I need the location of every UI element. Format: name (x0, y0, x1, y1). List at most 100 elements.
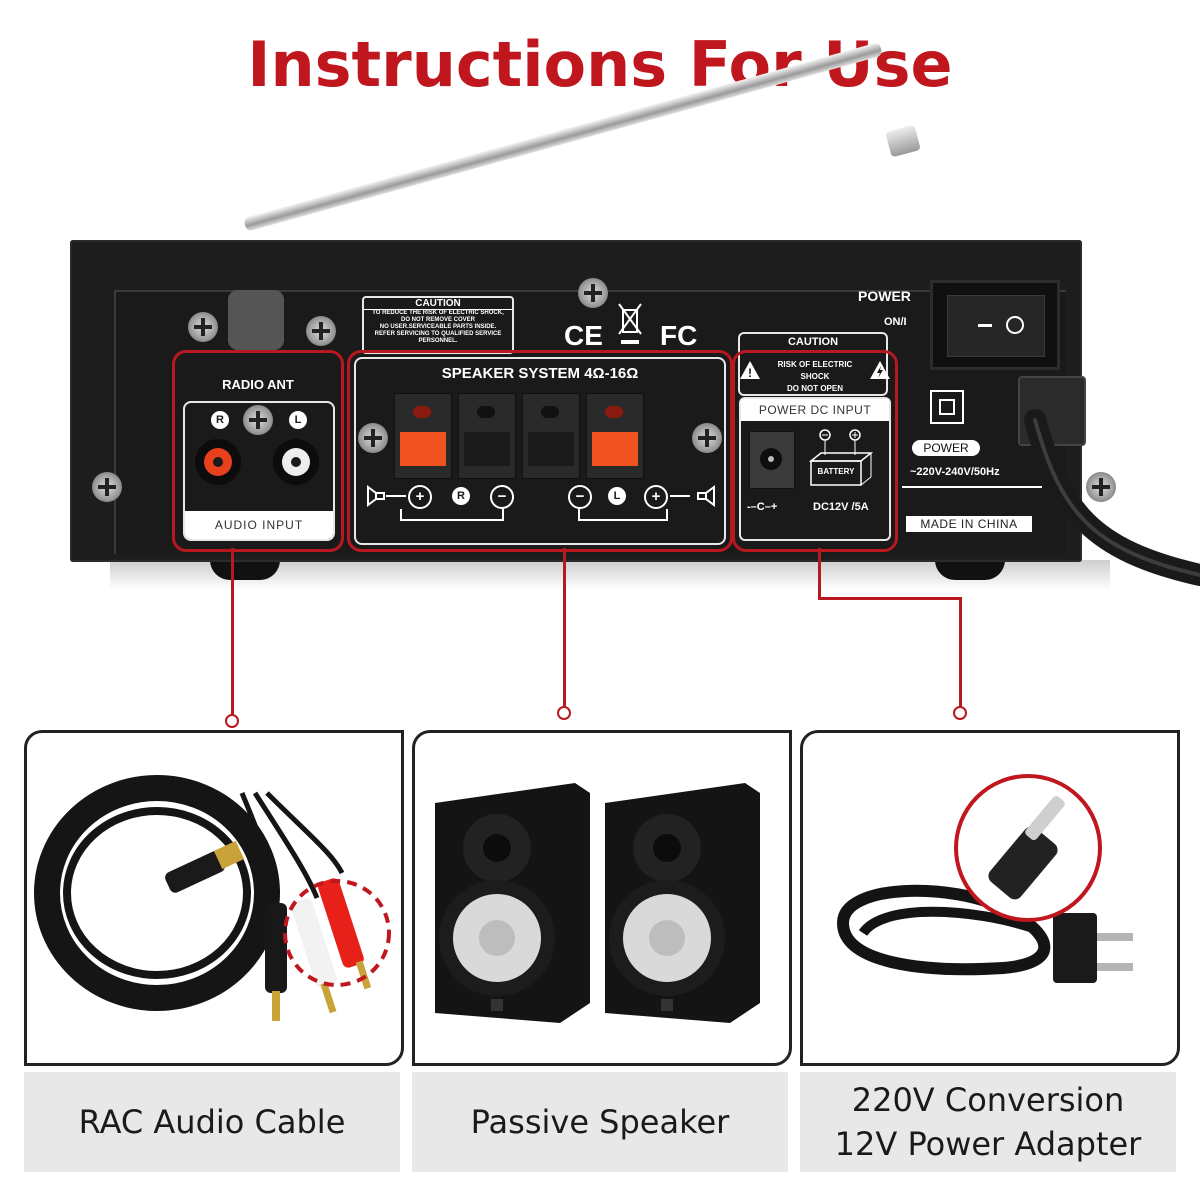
divider (902, 486, 1042, 488)
item-card-rca-cable (24, 730, 404, 1066)
power-label: POWER (858, 288, 911, 304)
battery-label: BATTERY (817, 467, 855, 476)
dc-caution-heading: CAUTION (787, 336, 839, 348)
connector-endpoint (225, 714, 239, 728)
weee-bin-icon (618, 302, 642, 348)
page-title: Instructions For Use (247, 28, 953, 101)
screw-icon (188, 312, 218, 342)
radio-ant-label: RADIO ANT (222, 377, 294, 392)
screw-icon (578, 278, 608, 308)
warning-icon: ! (739, 359, 761, 381)
speaker-icon (686, 483, 716, 509)
speakers-image (435, 783, 760, 1023)
caution-line: DO NOT REMOVE COVER (400, 317, 475, 323)
power-cord (1024, 409, 1200, 586)
item-caption-rca-cable: RAC Audio Cable (24, 1072, 400, 1172)
caution-line: PERSONNEL. (418, 338, 458, 344)
caution-line: TO REDUCE THE RISK OF ELECTRIC SHOCK, (372, 310, 504, 316)
caption-text: RAC Audio Cable (78, 1103, 346, 1141)
speaker-system-highlight: SPEAKER SYSTEM 4Ω-16Ω + R − − L + (347, 350, 733, 552)
power-dc-panel: POWER DC INPUT BATTERY -–C–+ DC12V /5A (739, 397, 891, 541)
screw-icon (1086, 472, 1116, 502)
plus-icon: + (408, 485, 432, 509)
audio-input-label: AUDIO INPUT (185, 511, 333, 539)
shock-warning-line: RISK OF ELECTRIC SHOCK (777, 360, 853, 381)
caution-line: NO USER.SERVICEABLE PARTS INSIDE. (379, 324, 497, 330)
amp-foot (935, 560, 1005, 580)
ce-mark-icon: CE (564, 320, 603, 351)
minus-icon: − (568, 485, 592, 509)
battery-icon: BATTERY (805, 429, 881, 489)
item-card-power-adapter (800, 730, 1180, 1066)
connector-line (959, 597, 962, 708)
switch-on-mark (978, 324, 992, 327)
screw-icon (243, 405, 273, 435)
power-dc-heading: POWER DC INPUT (741, 399, 889, 421)
fcc-mark-icon: FC (660, 320, 698, 351)
antenna-tip (885, 124, 921, 158)
caption-text-line1: 220V Conversion (851, 1081, 1125, 1119)
speaker-terminal-r-plus[interactable] (394, 393, 452, 479)
wire-line (578, 519, 668, 521)
screw-icon (692, 423, 722, 453)
connector-line (818, 597, 962, 600)
speaker-terminal-l-plus[interactable] (586, 393, 644, 479)
connector-line (818, 548, 821, 600)
speaker-icon (366, 483, 396, 509)
caption-text: Passive Speaker (470, 1103, 730, 1141)
caution-label: CAUTION TO REDUCE THE RISK OF ELECTRIC S… (362, 296, 514, 354)
left-badge: L (608, 487, 626, 505)
wire-line (400, 509, 402, 521)
caution-line: REFER SERVICING TO QUALIFIED SERVICE (374, 331, 502, 337)
item-card-passive-speaker (412, 730, 792, 1066)
wire-line (386, 495, 406, 497)
shock-warning: RISK OF ELECTRIC SHOCK DO NOT OPEN (763, 359, 867, 395)
screw-icon (306, 316, 336, 346)
made-in-label: MADE IN CHINA (906, 516, 1032, 532)
connector-endpoint (557, 706, 571, 720)
right-channel-badge: R (211, 411, 229, 429)
svg-text:!: ! (748, 366, 752, 380)
right-badge: R (452, 487, 470, 505)
rca-jack-right[interactable] (195, 439, 241, 485)
wire-line (502, 509, 504, 521)
amp-foot (210, 560, 280, 580)
screw-icon (358, 423, 388, 453)
amplifier-rear-panel: CAUTION TO REDUCE THE RISK OF ELECTRIC S… (70, 240, 1116, 562)
shock-warning-line: DO NOT OPEN (786, 384, 843, 393)
wire-line (400, 519, 504, 521)
minus-icon: − (490, 485, 514, 509)
rca-cable-image (34, 775, 391, 1021)
power-badge: POWER (912, 440, 980, 456)
speaker-terminal-r-minus[interactable] (458, 393, 516, 479)
connector-line (231, 548, 234, 718)
power-dc-input-highlight: ! RISK OF ELECTRIC SHOCK DO NOT OPEN POW… (732, 350, 898, 552)
power-adapter-image (836, 774, 1133, 983)
power-rocker-switch[interactable] (930, 280, 1060, 370)
dc-caution-label: CAUTION (738, 332, 888, 396)
speaker-terminal-l-minus[interactable] (522, 393, 580, 479)
caption-text-line2: 12V Power Adapter (834, 1125, 1142, 1163)
speaker-system-panel: SPEAKER SYSTEM 4Ω-16Ω + R − − L + (354, 357, 726, 545)
plus-icon: + (644, 485, 668, 509)
rca-jack-left[interactable] (273, 439, 319, 485)
connector-endpoint (953, 706, 967, 720)
item-caption-power-adapter: 220V Conversion 12V Power Adapter (800, 1072, 1176, 1172)
power-switch-label: ON/I (884, 316, 907, 328)
wire-line (578, 509, 580, 521)
class-ii-icon (930, 390, 964, 424)
connector-line (563, 548, 566, 708)
dc-jack[interactable] (749, 431, 795, 489)
left-channel-badge: L (289, 411, 307, 429)
item-caption-passive-speaker: Passive Speaker (412, 1072, 788, 1172)
audio-input-highlight: RADIO ANT R L AUDIO INPUT (172, 350, 344, 552)
antenna-mount (228, 290, 284, 350)
wire-line (666, 509, 668, 521)
dc-rating: DC12V /5A (813, 501, 869, 513)
electric-shock-icon (869, 359, 891, 381)
screw-icon (92, 472, 122, 502)
speaker-system-heading: SPEAKER SYSTEM 4Ω-16Ω (441, 365, 639, 382)
audio-input-panel: R L AUDIO INPUT (183, 401, 335, 541)
caution-heading: CAUTION (364, 298, 512, 310)
wire-line (670, 495, 690, 497)
